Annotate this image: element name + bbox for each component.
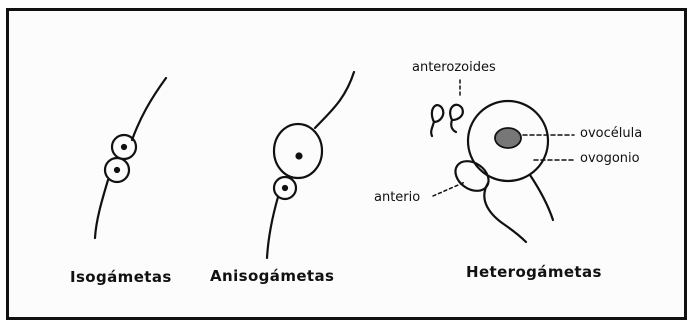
label-ovocelula: ovocélula bbox=[580, 126, 642, 141]
label-anterio: anterio bbox=[374, 190, 420, 205]
macrogamete-cell bbox=[274, 124, 322, 178]
microgamete-flagellum bbox=[267, 197, 278, 258]
label-anterozoides: anterozoides bbox=[412, 60, 496, 75]
microgamete-nucleus bbox=[283, 186, 287, 190]
anterio-organ bbox=[450, 155, 494, 197]
caption-heterogametas: Heterogámetas bbox=[466, 263, 602, 281]
anterio-leader bbox=[433, 182, 465, 196]
label-ovogonio: ovogonio bbox=[580, 151, 640, 166]
isogamete-nucleus-lower bbox=[115, 168, 119, 172]
isogamete-flagellum-lower bbox=[95, 180, 108, 238]
isogamete-nucleus-upper bbox=[122, 145, 126, 149]
anterozoid-2-icon bbox=[450, 105, 463, 132]
anterozoid-1-icon bbox=[431, 105, 443, 136]
isogametes-drawing bbox=[95, 78, 166, 238]
macrogamete-nucleus bbox=[297, 154, 302, 159]
anisogametes-drawing bbox=[267, 72, 354, 258]
macrogamete-flagellum bbox=[315, 72, 354, 128]
oogonium-stalk bbox=[530, 175, 553, 220]
ovocelula-cell bbox=[495, 128, 521, 148]
caption-anisogametas: Anisogámetas bbox=[210, 267, 334, 285]
heterogametes-drawing bbox=[431, 80, 574, 242]
isogamete-flagellum-upper bbox=[132, 78, 166, 140]
caption-isogametas: Isogámetas bbox=[70, 268, 172, 286]
anterio-stalk bbox=[484, 183, 526, 242]
